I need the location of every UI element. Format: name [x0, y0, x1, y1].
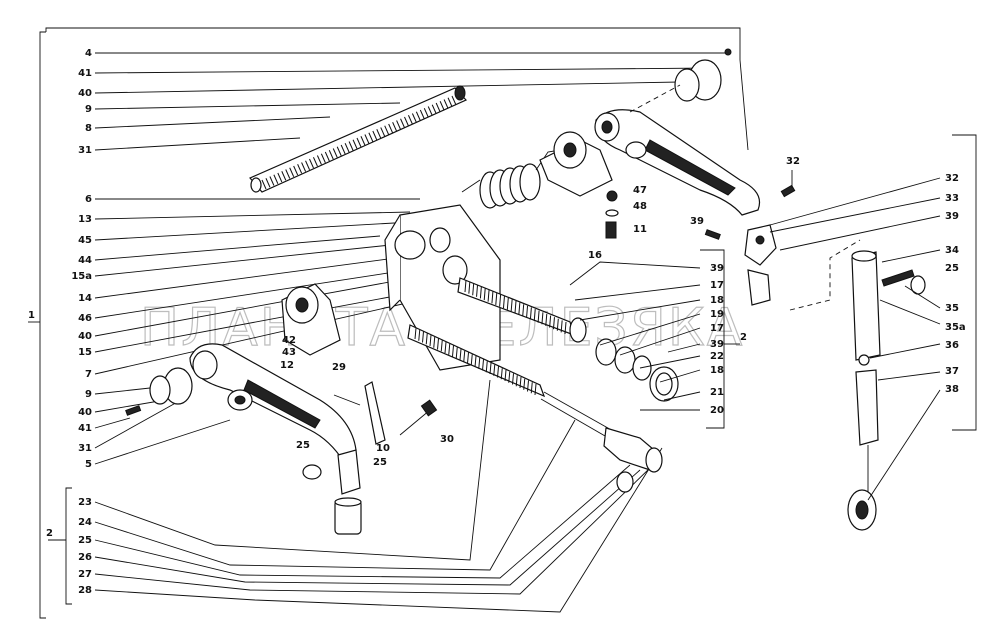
part-label-center-10: 48 [633, 201, 647, 212]
part-label-mid-5: 39 [710, 339, 724, 350]
part-label-right-6: 25 [945, 263, 959, 274]
part-label-center-0: 42 [282, 335, 296, 346]
part-label-bottom-3: 26 [78, 552, 92, 563]
part-label-group-0: 1 [28, 310, 35, 321]
part-label-left-10: 15а [71, 271, 92, 282]
part-label-right-8: 35а [945, 322, 966, 333]
part-label-left-3: 9 [85, 104, 92, 115]
part-label-center-3: 29 [332, 362, 346, 373]
part-label-mid-3: 19 [710, 309, 724, 320]
right-pivot-parts [704, 184, 796, 306]
part-label-left-12: 46 [78, 313, 92, 324]
part-label-mid-8: 21 [710, 387, 724, 398]
part-label-bottom-1: 24 [78, 517, 92, 528]
small-rods [333, 381, 438, 445]
bracket-group-1 [39, 31, 46, 619]
part-label-mid-9: 20 [710, 405, 724, 416]
mid-leaders [569, 261, 701, 411]
part-label-mid-2: 18 [710, 295, 724, 306]
part-label-right-9: 36 [945, 340, 959, 351]
part-label-right-3: 39 [945, 211, 959, 222]
part-label-mid-0: 39 [710, 263, 724, 274]
central-housing [384, 204, 501, 371]
bottom-leaders [94, 379, 663, 613]
part-label-mid-4: 17 [710, 323, 724, 334]
part-label-left-17: 40 [78, 407, 92, 418]
spring [461, 149, 561, 209]
part-label-left-8: 45 [78, 235, 92, 246]
splined-shaft-lower [407, 324, 616, 441]
part-label-left-4: 8 [85, 123, 92, 134]
flange-ring-front [125, 367, 193, 416]
part-label-right-11: 38 [945, 384, 959, 395]
part-label-center-9: 47 [633, 185, 647, 196]
part-label-center-6: 25 [296, 440, 310, 451]
part-label-left-9: 44 [78, 255, 92, 266]
part-label-bottom-2: 25 [78, 535, 92, 546]
lower-clevis [302, 449, 362, 535]
part-label-bottom-0: 23 [78, 497, 92, 508]
part-label-left-0: 4 [85, 48, 92, 59]
splined-shaft-top [249, 85, 468, 193]
bracket-group-2-bottom [65, 487, 72, 605]
part-label-mid-7: 18 [710, 365, 724, 376]
part-label-group-1: 2 [46, 528, 53, 539]
lower-link [847, 354, 879, 531]
part-label-left-19: 31 [78, 443, 92, 454]
part-label-right-7: 35 [945, 303, 959, 314]
part-label-left-11: 14 [78, 293, 92, 304]
part-label-left-6: 6 [85, 194, 92, 205]
part-label-right-5: 34 [945, 245, 959, 256]
small-fasteners [605, 190, 619, 239]
splined-shaft-mid [457, 277, 587, 343]
rear-lever-arm [594, 109, 761, 216]
part-label-bottom-4: 27 [78, 569, 92, 580]
part-label-center-4: 10 [376, 443, 390, 454]
part-label-center-2: 12 [280, 360, 294, 371]
part-label-center-1: 43 [282, 347, 296, 358]
bracket-group-2-mid [700, 249, 725, 429]
part-label-left-13: 40 [78, 331, 92, 342]
ring-set [595, 338, 679, 402]
part-label-left-18: 41 [78, 423, 92, 434]
bearing-block-front [281, 283, 341, 356]
part-label-center-11: 11 [633, 224, 647, 235]
part-label-center-5: 25 [373, 457, 387, 468]
flange-ring-top [674, 48, 732, 102]
part-label-left-14: 15 [78, 347, 92, 358]
part-label-left-1: 41 [78, 68, 92, 79]
part-labels: 122441409831613454415а144640157940413154… [28, 48, 966, 596]
part-label-group-2: 2 [740, 332, 747, 343]
front-lever-arm [189, 343, 357, 463]
part-label-left-15: 7 [85, 369, 92, 380]
bearing-block-top [539, 131, 613, 197]
part-label-left-2: 40 [78, 88, 92, 99]
bracket-right [952, 134, 977, 431]
part-label-bottom-5: 28 [78, 585, 92, 596]
part-label-right-10: 37 [945, 366, 959, 377]
part-label-mid-6: 22 [710, 351, 724, 362]
vertical-link [851, 250, 926, 361]
part-label-mid-1: 17 [710, 280, 724, 291]
part-label-right-4: 39 [690, 216, 704, 227]
part-label-center-7: 30 [440, 434, 454, 445]
right-leaders [769, 170, 941, 501]
part-label-right-1: 32 [945, 173, 959, 184]
end-fitting [603, 427, 663, 493]
part-label-left-5: 31 [78, 145, 92, 156]
part-label-right-2: 33 [945, 193, 959, 204]
part-label-left-20: 5 [85, 459, 92, 470]
part-label-left-16: 9 [85, 389, 92, 400]
part-label-left-7: 13 [78, 214, 92, 225]
part-label-right-0: 32 [786, 156, 800, 167]
part-label-center-8: 16 [588, 250, 602, 261]
